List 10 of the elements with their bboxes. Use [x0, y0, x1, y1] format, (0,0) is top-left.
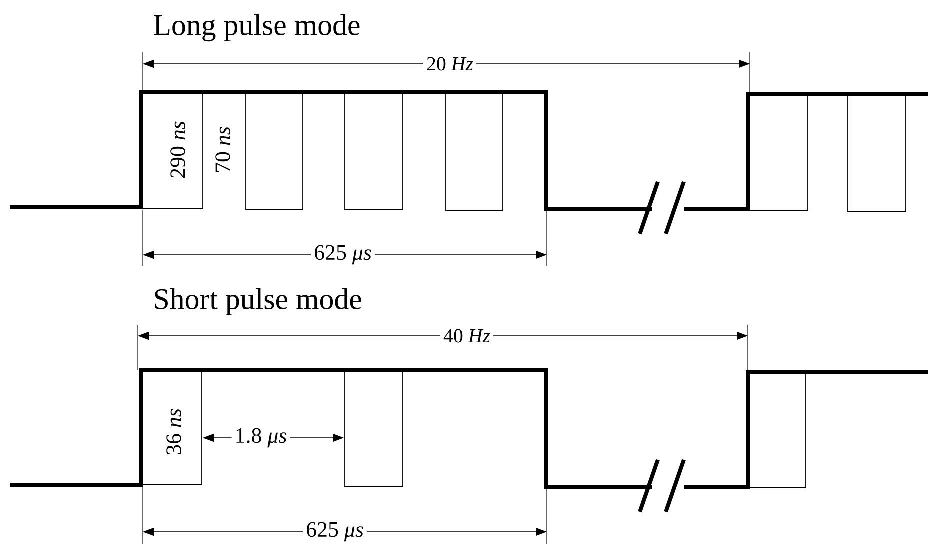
mode-heading: Long pulse mode: [154, 14, 360, 42]
mode-heading: Short pulse mode: [155, 288, 362, 316]
dimension-label: 625 μs: [303, 519, 367, 545]
dimension-label: 625 μs: [311, 242, 375, 268]
dimension-label: 290 ns: [170, 122, 186, 178]
dimension-label: 70 ns: [216, 127, 230, 172]
dimension-label: 40 Hz: [440, 326, 494, 346]
dimension-label: 1.8 μs: [232, 425, 290, 451]
dimension-label: 36 ns: [166, 409, 182, 454]
dimension-label: 20 Hz: [423, 54, 477, 74]
